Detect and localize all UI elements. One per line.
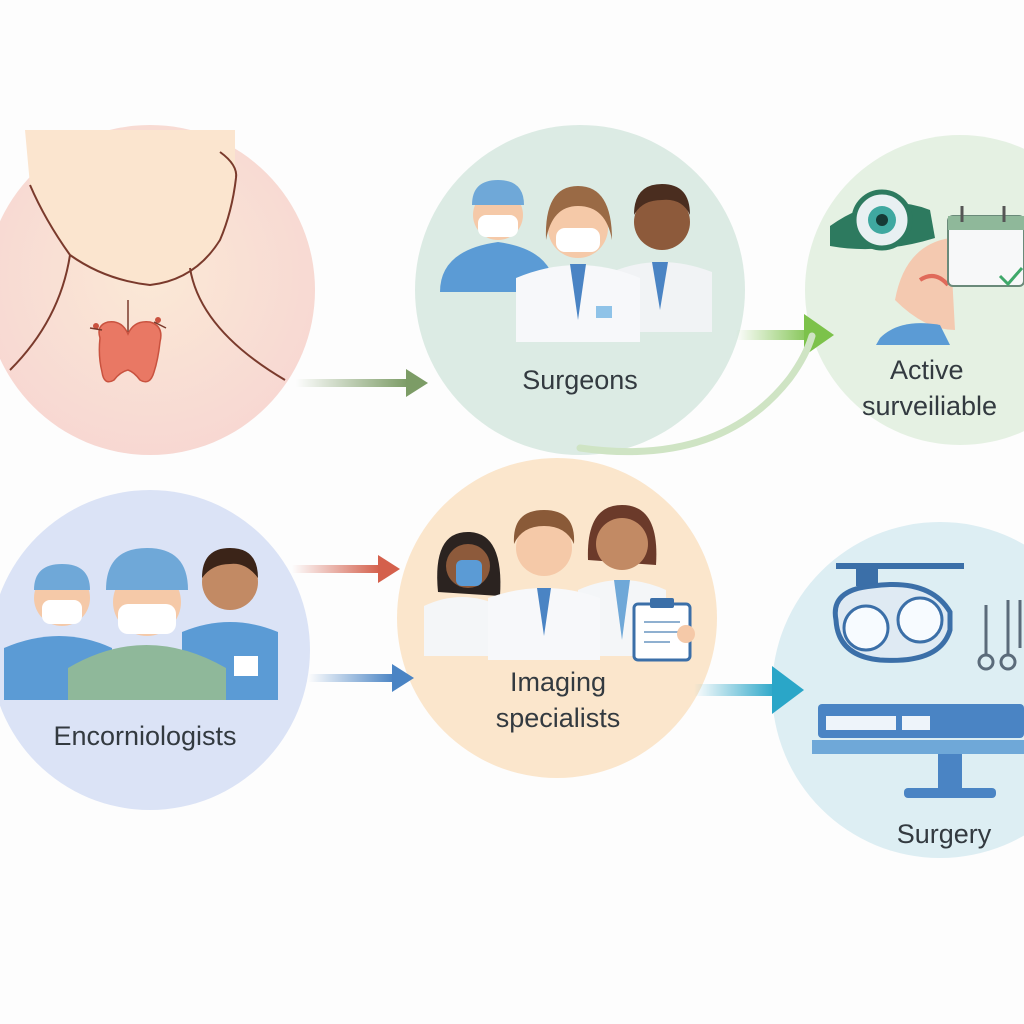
arrow-endocrinologists-to-imaging-blue [308,664,414,692]
surgical-lamp-icon [832,563,964,663]
endocrinologists-label-text: Encorniologists [53,721,237,751]
thyroid-gland-icon [89,317,167,383]
arrow-thyroid-to-surgeons [296,369,428,397]
neck-illustration [9,130,286,381]
surgeons-label: Surgeons [480,362,680,398]
arrow-imaging-to-surgery [694,666,804,714]
imaging-specialists-label-line2: specialists [495,703,621,733]
endocrinologists-label: Encorniologists [10,718,280,754]
arrow-endocrinologists-to-imaging-red [292,555,400,583]
surgery-label: Surgery [864,816,1024,852]
operating-table-icon [812,704,1024,798]
surveillance-eye-icon [830,189,935,251]
surgeons-label-text: Surgeons [522,365,638,395]
active-surveillance-label-line1: Active [890,355,964,385]
imaging-specialists-group-icon [424,505,695,662]
endocrinologists-node [0,490,310,810]
arrow-surveillance-return-curve [576,332,816,456]
surgery-label-text: Surgery [896,819,992,849]
endocrinologists-group-icon [4,548,278,700]
imaging-specialists-label: Imaging specialists [458,664,658,736]
imaging-specialists-label-line1: Imaging [509,667,607,697]
surgical-instruments-icon [977,600,1022,671]
surgeons-node [415,125,745,455]
active-surveillance-label: Active surveiliable [846,352,1024,424]
active-surveillance-node [805,135,1024,445]
imaging-specialists-node [397,458,717,778]
thyroid-node [0,125,315,455]
surgery-node-circle [772,522,1024,858]
surgery-node [772,522,1024,858]
surgeons-group-icon [440,180,712,342]
patient-face-icon [876,238,955,345]
active-surveillance-label-line2: surveiliable [862,391,998,421]
calendar-icon [947,206,1024,287]
